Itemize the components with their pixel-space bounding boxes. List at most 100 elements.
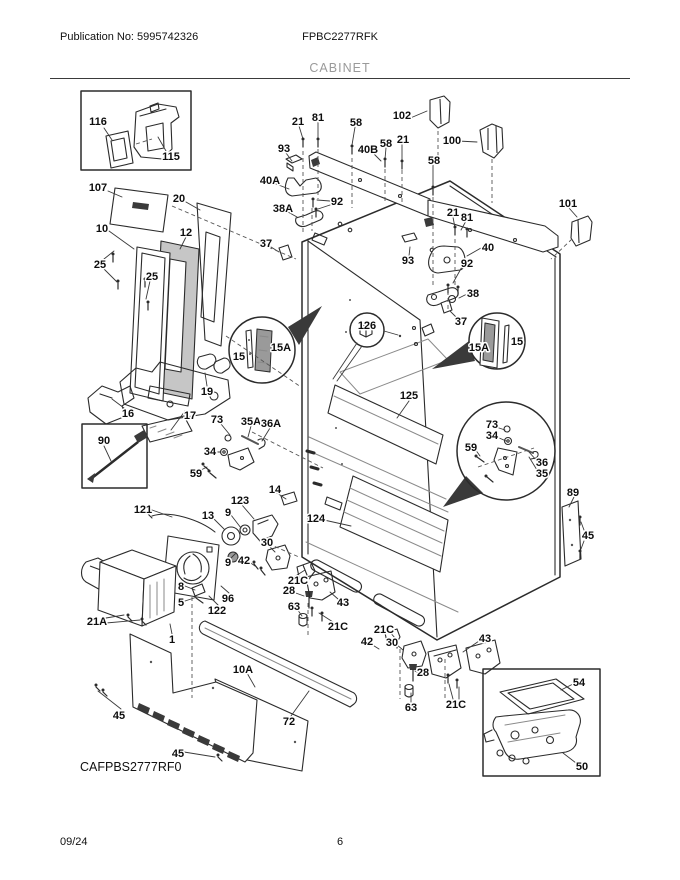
part-label-43: 43 (337, 597, 349, 609)
part-label-37: 37 (260, 238, 272, 250)
part-label-15: 15 (511, 336, 523, 348)
inset-circle-15-right (432, 312, 526, 370)
side-brackets (429, 95, 593, 247)
bottom-panels (129, 620, 358, 772)
part-label-96: 96 (222, 593, 234, 605)
part-label-73: 73 (211, 414, 223, 426)
part-label-25: 25 (146, 271, 158, 283)
part-label-63: 63 (288, 601, 300, 613)
footer-date: 09/24 (60, 836, 88, 848)
part-label-121: 121 (134, 504, 152, 516)
part-label-100: 100 (443, 135, 461, 147)
part-label-1: 1 (169, 634, 175, 646)
part-label-15A: 15A (469, 342, 489, 354)
part-label-20: 20 (173, 193, 185, 205)
part-label-36: 36 (536, 457, 548, 469)
part-label-21A: 21A (87, 616, 107, 628)
part-label-28: 28 (417, 667, 429, 679)
part-label-10: 10 (96, 223, 108, 235)
part-label-15A: 15A (271, 342, 291, 354)
part-label-50: 50 (576, 761, 588, 773)
side-panel-89 (561, 500, 582, 567)
part-label-58: 58 (428, 155, 440, 167)
part-label-16: 16 (122, 408, 134, 420)
part-label-122: 122 (208, 605, 226, 617)
part-label-10A: 10A (233, 664, 253, 676)
part-label-30: 30 (386, 637, 398, 649)
part-label-81: 81 (461, 212, 473, 224)
inset-circle-bracket (443, 401, 556, 507)
inset-thermistor-box (81, 423, 148, 489)
header-rule (50, 78, 630, 80)
part-label-123: 123 (231, 495, 249, 507)
part-label-38: 38 (467, 288, 479, 300)
part-label-43: 43 (479, 633, 491, 645)
part-label-21C: 21C (374, 624, 394, 636)
part-label-40B: 40B (358, 144, 378, 156)
part-label-92: 92 (461, 258, 473, 270)
part-label-89: 89 (567, 487, 579, 499)
diagram-code: CAFPBS2777RF0 (80, 760, 182, 774)
part-label-13: 13 (202, 510, 214, 522)
part-label-63: 63 (405, 702, 417, 714)
inset-circle-15-left (228, 306, 322, 384)
part-label-21C: 21C (328, 621, 348, 633)
air-duct-panels (87, 187, 232, 443)
part-label-5: 5 (178, 597, 184, 609)
part-label-34: 34 (486, 430, 499, 442)
part-label-72: 72 (283, 716, 295, 728)
part-label-45: 45 (582, 530, 594, 542)
top-hinge-rail (308, 151, 559, 253)
dashed-alignment-lines (135, 131, 573, 701)
part-label-42: 42 (238, 555, 250, 567)
part-label-73: 73 (486, 419, 498, 431)
part-label-21: 21 (292, 116, 304, 128)
part-label-21C: 21C (288, 575, 308, 587)
footer-page-number: 6 (336, 836, 344, 848)
part-label-90: 90 (98, 435, 110, 447)
part-label-93: 93 (402, 255, 414, 267)
part-label-35: 35 (536, 468, 548, 480)
part-label-14: 14 (269, 484, 282, 496)
inset-machine-compartment (482, 668, 601, 777)
part-label-45: 45 (113, 710, 125, 722)
part-label-45: 45 (172, 748, 184, 760)
part-label-21: 21 (397, 134, 409, 146)
part-label-21C: 21C (446, 699, 466, 711)
part-label-115: 115 (162, 151, 180, 163)
part-label-40A: 40A (260, 175, 280, 187)
part-label-59: 59 (465, 442, 477, 454)
part-label-125: 125 (400, 390, 418, 402)
part-label-101: 101 (559, 198, 577, 210)
inset-fill-assembly (80, 90, 192, 171)
part-label-36A: 36A (261, 418, 281, 430)
part-label-8: 8 (178, 581, 184, 593)
part-label-58: 58 (350, 117, 362, 129)
model-number: FPBC2277RFK (302, 31, 378, 43)
publication-number: Publication No: 5995742326 (60, 31, 199, 43)
part-label-54: 54 (573, 677, 586, 689)
part-label-34: 34 (204, 446, 217, 458)
part-label-40: 40 (482, 242, 494, 254)
part-label-25: 25 (94, 259, 106, 271)
cabinet-body (301, 180, 561, 641)
part-label-9: 9 (225, 557, 231, 569)
part-label-124: 124 (307, 513, 326, 525)
part-label-35A: 35A (241, 416, 261, 428)
leader-lines (97, 110, 585, 764)
part-label-92: 92 (331, 196, 343, 208)
evaporator-fan-assembly (80, 434, 336, 627)
part-label-81: 81 (312, 112, 324, 124)
part-label-37: 37 (455, 316, 467, 328)
part-label-107: 107 (89, 182, 107, 194)
part-label-15: 15 (233, 351, 245, 363)
part-label-42: 42 (361, 636, 373, 648)
part-label-17: 17 (184, 410, 196, 422)
part-label-9: 9 (225, 507, 231, 519)
part-label-21: 21 (447, 207, 459, 219)
part-label-30: 30 (261, 537, 273, 549)
part-label-28: 28 (283, 585, 295, 597)
part-label-19: 19 (201, 386, 213, 398)
